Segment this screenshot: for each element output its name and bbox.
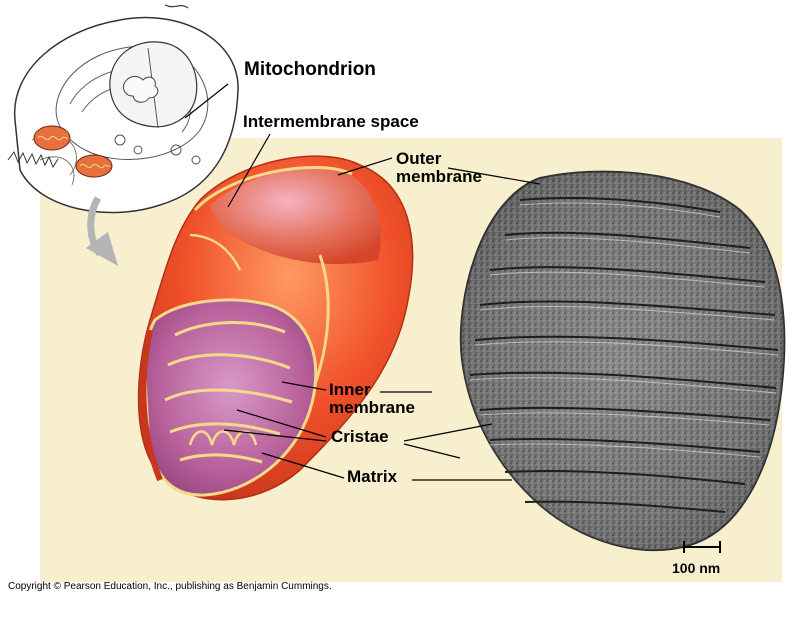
mitochondrion-illustration — [137, 155, 414, 501]
label-outer-line-2: membrane — [396, 166, 482, 186]
label-matrix: Matrix — [347, 467, 398, 486]
label-inner-line-2: membrane — [329, 397, 415, 417]
scale-bar — [683, 541, 721, 553]
cell-sketch — [7, 4, 239, 214]
label-inner-membrane: Inner membrane — [329, 381, 415, 417]
copyright-notice: Copyright © Pearson Education, Inc., pub… — [8, 581, 332, 592]
zoom-arrow-head — [86, 232, 118, 266]
scale-bar-label: 100 nm — [672, 560, 721, 576]
label-intermembrane-space: Intermembrane space — [243, 112, 419, 131]
leader-lines — [184, 83, 541, 481]
label-outer-line-1: Outer — [396, 149, 442, 168]
figure-title: Mitochondrion — [244, 59, 376, 80]
electron-micrograph — [459, 170, 786, 552]
label-outer-membrane: Outer membrane — [396, 150, 482, 186]
label-cristae: Cristae — [331, 427, 389, 446]
label-inner-line-1: Inner — [329, 380, 371, 399]
